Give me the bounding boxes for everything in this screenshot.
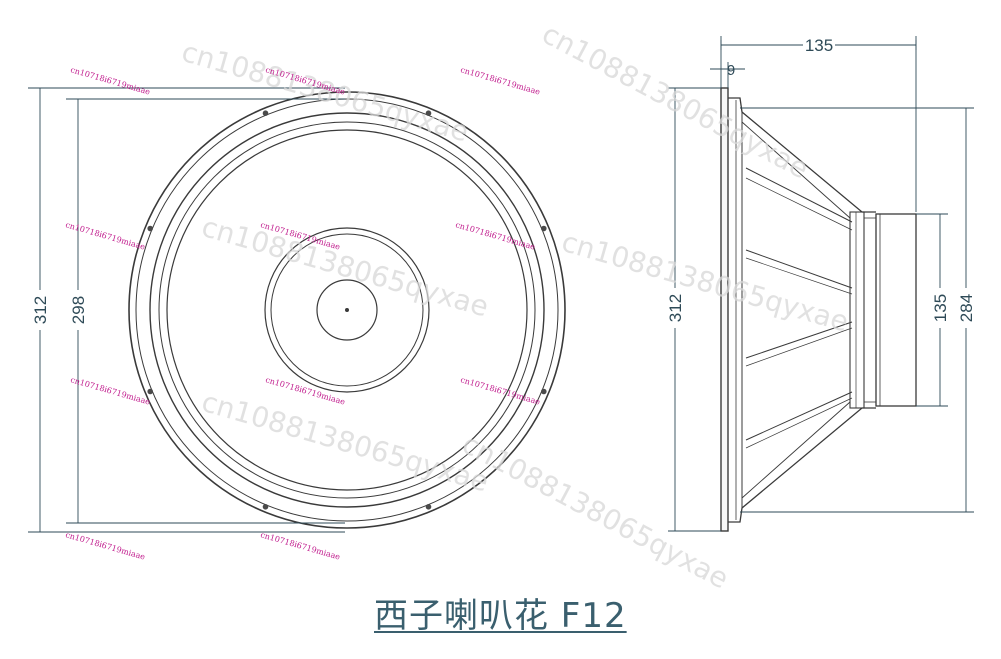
basket-inner-top <box>741 121 851 219</box>
surround-inner-circle <box>158 121 536 499</box>
front-outer-height-label: 312 <box>31 296 50 324</box>
basket-rib <box>745 167 853 223</box>
watermark-text: cn1088138065qyxae <box>198 385 492 498</box>
watermark-text: cn10718i6719miaae <box>69 65 151 96</box>
basket-rib <box>745 249 853 289</box>
watermark-text: cn1088138065qyxae <box>558 225 852 338</box>
mounting-hole <box>147 388 153 395</box>
mounting-hole <box>262 504 269 510</box>
side-overall-height-label: 312 <box>666 294 685 322</box>
magnet <box>875 213 917 407</box>
basket-rib <box>745 177 853 231</box>
front-inner-height-label: 298 <box>69 296 88 324</box>
basket-rib <box>745 391 853 441</box>
basket-rib <box>745 257 853 295</box>
front-view <box>128 91 566 529</box>
caption-title: 西子喇叭花 F12 <box>374 596 627 636</box>
voice-coil-outer-circle <box>264 227 430 393</box>
watermarks: cn1088138065qyxae cn1088138065qyxae cn10… <box>64 17 852 595</box>
watermark-text: cn10718i6719miaae <box>259 530 341 561</box>
watermark-text: cn10718i6719miaae <box>64 220 146 251</box>
side-depth-label: 135 <box>805 36 833 55</box>
mounting-hole <box>262 110 269 116</box>
side-flange-label: 9 <box>727 62 735 79</box>
watermark-text: cn10718i6719miaae <box>69 375 151 406</box>
surround-outer-circle <box>149 112 545 508</box>
basket-rib <box>745 327 853 367</box>
watermark-text: cn10718i6719miaae <box>64 530 146 561</box>
side-magnet-height-label: 135 <box>931 294 950 322</box>
mounting-ring-circle <box>135 98 559 522</box>
basket-inner-bottom <box>741 401 851 499</box>
mounting-hole <box>541 388 547 395</box>
diagram-caption: 西子喇叭花 F12 <box>374 588 627 637</box>
voice-coil-inner-circle <box>270 233 424 387</box>
mounting-hole <box>425 504 432 510</box>
outer-frame-circle <box>128 91 566 529</box>
basket-rib <box>745 397 853 449</box>
watermark-text: cn1088138065qyxae <box>457 427 734 595</box>
mounting-holes <box>147 110 547 510</box>
cone-edge-circle <box>166 129 528 491</box>
side-view <box>720 87 917 532</box>
watermark-text: cn10718i6719miaae <box>459 375 541 406</box>
mounting-hole <box>425 110 432 116</box>
basket-outline-bottom <box>728 407 876 523</box>
dust-cap-circle <box>316 279 378 341</box>
watermark-text: cn10718i6719miaae <box>459 65 541 96</box>
basket-rib <box>745 321 853 359</box>
rear-plate <box>849 211 865 409</box>
watermark-text: cn1088138065qyxae <box>198 210 492 323</box>
mounting-flange <box>720 87 729 532</box>
mounting-hole <box>541 225 547 232</box>
mounting-hole <box>147 225 153 232</box>
center-point <box>345 308 349 312</box>
side-basket-height-label: 284 <box>957 294 976 322</box>
